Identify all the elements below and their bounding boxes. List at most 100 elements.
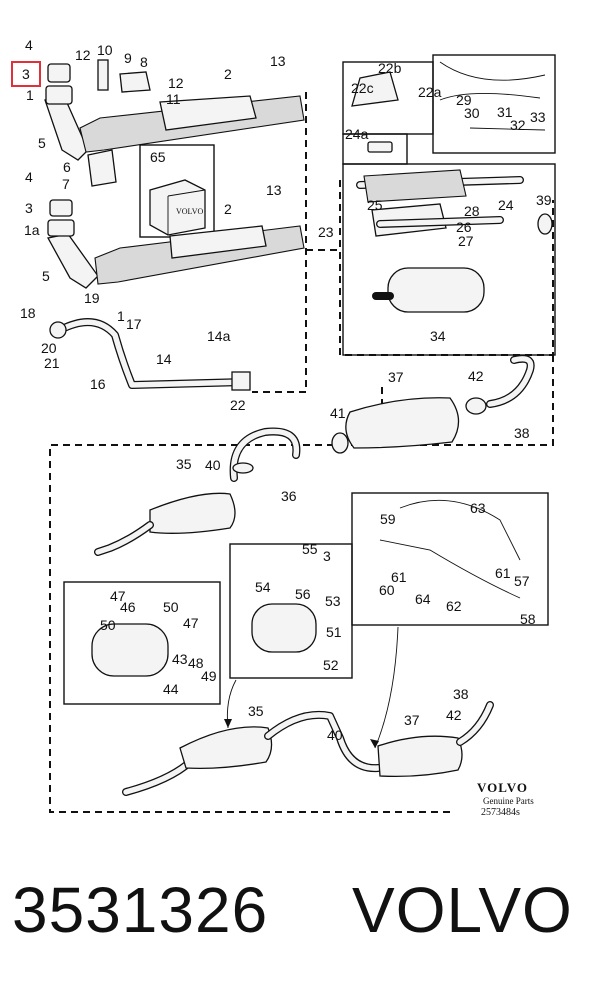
callout-c30: 14 xyxy=(156,351,172,367)
callout-c31: 14a xyxy=(207,328,231,344)
callout-c55: 36 xyxy=(281,488,297,504)
callout-c68: 56 xyxy=(295,586,311,602)
brand-logo-text: VOLVO xyxy=(477,780,528,795)
callout-c16: 4 xyxy=(25,169,33,185)
callout-c60: 64 xyxy=(415,591,431,607)
callout-c76: 47 xyxy=(183,615,199,631)
callout-c24: 19 xyxy=(84,290,100,306)
callout-c26: 1 xyxy=(117,308,125,324)
highlight-box xyxy=(11,61,41,87)
callout-c37: 29 xyxy=(456,92,472,108)
callout-c74: 50 xyxy=(163,599,179,615)
callout-c19: 5 xyxy=(42,268,50,284)
callout-c38: 30 xyxy=(464,105,480,121)
callout-c65: 55 xyxy=(302,541,318,557)
callout-c33: 22b xyxy=(378,60,402,76)
callout-c80: 44 xyxy=(163,681,179,697)
callout-c58: 61 xyxy=(391,569,407,585)
center-pipe-24 xyxy=(356,169,524,237)
callout-c52: 38 xyxy=(514,425,530,441)
callout-c72: 47 xyxy=(110,588,126,604)
callout-c83: 37 xyxy=(404,712,420,728)
front-pipe-assembly-2 xyxy=(47,149,305,289)
callout-c32: 22 xyxy=(230,397,246,413)
callout-c36: 24a xyxy=(345,126,369,142)
inset-frame-rear xyxy=(342,163,556,356)
group-line-right xyxy=(252,92,307,393)
exhaust-system-diagram: VOLVO xyxy=(11,37,556,818)
callout-c7: 9 xyxy=(124,50,132,66)
callout-c17: 3 xyxy=(25,200,33,216)
callout-c8: 8 xyxy=(140,54,148,70)
callout-c18: 1a xyxy=(24,222,40,238)
kit-box-65: VOLVO xyxy=(139,144,215,238)
inset-frame-55 xyxy=(229,543,353,679)
inset-frame-29 xyxy=(432,54,556,154)
diagram-svg: VOLVO xyxy=(11,37,556,818)
callout-c25: 17 xyxy=(126,316,142,332)
callout-c13: 6 xyxy=(63,159,71,175)
callout-c3: 1 xyxy=(26,87,34,103)
callout-c28: 21 xyxy=(44,355,60,371)
callout-c40: 32 xyxy=(510,117,526,133)
brand-name: VOLVO xyxy=(352,874,573,946)
callout-c79: 49 xyxy=(201,668,217,684)
callout-c59: 60 xyxy=(379,582,395,598)
callout-c56: 63 xyxy=(470,500,486,516)
group-line-lower xyxy=(49,444,455,813)
front-muffler-35 xyxy=(94,492,236,556)
callout-c6: 10 xyxy=(97,42,113,58)
callout-c9: 12 xyxy=(168,75,184,91)
inset-frame-47 xyxy=(63,581,221,705)
callout-c20: 2 xyxy=(224,201,232,217)
arrow-head-mid xyxy=(224,719,232,728)
callout-c50: 42 xyxy=(468,368,484,384)
pipe-14 xyxy=(49,318,251,391)
callout-c82: 40 xyxy=(327,727,343,743)
callout-c15: 65 xyxy=(150,149,166,165)
clamp-39 xyxy=(537,213,553,235)
callout-c53: 35 xyxy=(176,456,192,472)
callout-c84: 42 xyxy=(446,707,462,723)
callout-c85: 38 xyxy=(453,686,469,702)
bracket-22 xyxy=(351,71,399,107)
callout-c77: 43 xyxy=(172,651,188,667)
callout-c27: 20 xyxy=(41,340,57,356)
callout-c67: 54 xyxy=(255,579,271,595)
callout-c11: 2 xyxy=(224,66,232,82)
arrow-head-right xyxy=(370,739,379,748)
callout-c47: 27 xyxy=(458,233,474,249)
callout-c23: 18 xyxy=(20,305,36,321)
callout-c14: 7 xyxy=(62,176,70,192)
callout-c39: 31 xyxy=(497,104,513,120)
callout-c2: 3 xyxy=(22,66,30,82)
callout-c46: 26 xyxy=(456,219,472,235)
bolt-24a xyxy=(367,141,393,153)
volvo-brand-block: VOLVO Genuine Parts 2573484s xyxy=(477,780,534,818)
callout-c22: 23 xyxy=(318,224,334,240)
footer xyxy=(0,830,600,1000)
callout-c57: 59 xyxy=(380,511,396,527)
callout-c66: 3 xyxy=(323,548,331,564)
callout-c34: 22a xyxy=(418,84,442,100)
muffler-inset-55 xyxy=(251,603,317,653)
callout-c4: 5 xyxy=(38,135,46,151)
callout-c51: 41 xyxy=(330,405,346,421)
callout-c10: 11 xyxy=(166,91,181,107)
callout-c41: 33 xyxy=(530,109,546,125)
rear-muffler-37 xyxy=(331,354,535,454)
callout-c44: 24 xyxy=(498,197,514,213)
callout-c29: 16 xyxy=(90,376,106,392)
callout-c21: 13 xyxy=(266,182,282,198)
callout-c71: 52 xyxy=(323,657,339,673)
callout-c43: 28 xyxy=(464,203,480,219)
callout-c64: 58 xyxy=(520,611,536,627)
callout-c63: 57 xyxy=(514,573,530,589)
callout-c70: 51 xyxy=(326,624,342,640)
callout-c81: 35 xyxy=(248,703,264,719)
part-number: 3531326 xyxy=(12,874,269,946)
callout-c42: 25 xyxy=(367,197,383,213)
brand-code: 2573484s xyxy=(481,807,520,818)
callout-c78: 48 xyxy=(188,655,204,671)
